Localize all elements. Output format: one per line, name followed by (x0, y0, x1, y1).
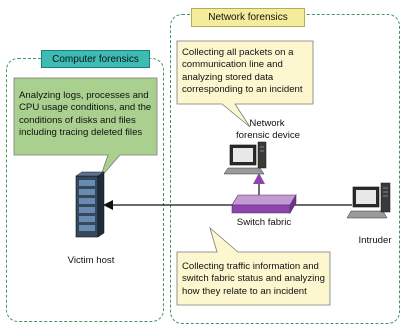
packet-capture-callout (176, 40, 314, 128)
computer-forensics-description: Analyzing logs, processes and CPU usage … (19, 90, 152, 139)
network-forensic-device-label-line2: forensic device (236, 130, 300, 141)
intruder-label: Intruder (358, 235, 392, 246)
arrowhead-to-host (103, 200, 113, 210)
victim-host-server-icon (75, 171, 105, 238)
network-forensic-device-icon (223, 141, 267, 175)
computer-forensics-title: Computer forensics (41, 50, 150, 68)
intruder-computer-icon (346, 182, 391, 219)
packet-capture-description: Collecting all packets on a communicatio… (182, 47, 303, 96)
traffic-callout (176, 226, 331, 306)
switch-fabric-label: Switch fabric (236, 217, 292, 228)
computer-forensics-callout (13, 77, 158, 179)
switch-fabric-icon (231, 193, 297, 215)
traffic-description: Collecting traffic information and switc… (182, 261, 325, 297)
network-forensics-title: Network forensics (191, 8, 305, 27)
network-forensic-device-label-line1: Network (249, 118, 285, 129)
victim-host-label: Victim host (67, 255, 115, 266)
arrowhead-to-device (253, 173, 265, 184)
